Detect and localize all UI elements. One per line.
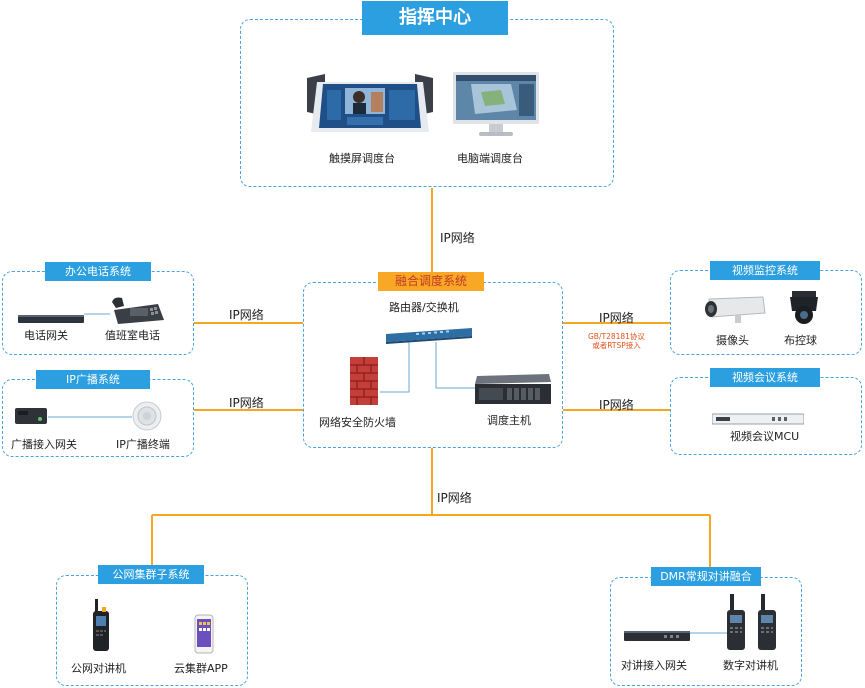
- radio-gateway-icon: [624, 627, 690, 641]
- video-conf-title: 视频会议系统: [710, 368, 820, 387]
- link-switch-host: [435, 342, 475, 389]
- desk-phone-label: 值班室电话: [105, 329, 160, 342]
- touch-console-label: 触摸屏调度台: [329, 152, 395, 165]
- camera-icon: [701, 295, 767, 323]
- pc-console-label: 电脑端调度台: [457, 152, 523, 165]
- router-label: 路由器/交换机: [389, 301, 459, 314]
- link-monitor-protocol-1: GB/T28181协议: [588, 332, 645, 341]
- link-office-label: IP网络: [229, 308, 264, 322]
- mcu-icon: [711, 410, 805, 425]
- mcu-label: 视频会议MCU: [730, 430, 800, 443]
- digital-radio-icon-1: [725, 594, 747, 652]
- switch-icon: [386, 328, 472, 344]
- ptz-dome-label: 布控球: [784, 334, 817, 347]
- digital-radio-icon-2: [756, 594, 778, 652]
- phone-gateway-label: 电话网关: [24, 329, 68, 342]
- office-phone-title: 办公电话系统: [45, 262, 151, 281]
- link-switch-firewall: [380, 342, 410, 393]
- digital-radio-label: 数字对讲机: [723, 659, 778, 672]
- camera-label: 摄像头: [716, 334, 749, 347]
- link-conf-label: IP网络: [599, 398, 634, 412]
- link-monitor-label: IP网络: [599, 311, 634, 325]
- ip-broadcast-title: IP广播系统: [36, 370, 150, 389]
- link-bottom-label: IP网络: [437, 491, 472, 505]
- walkie-talkie-icon: [91, 599, 111, 653]
- cloud-app-label: 云集群APP: [174, 662, 228, 675]
- broadcast-gateway-label: 广播接入网关: [11, 438, 77, 451]
- radio-gateway-label: 对讲接入网关: [621, 659, 687, 672]
- command-center-title: 指挥中心: [362, 1, 508, 35]
- walkie-talkie-label: 公网对讲机: [71, 662, 126, 675]
- cloud-app-phone-icon: [194, 614, 214, 654]
- link-top-label: IP网络: [440, 231, 475, 245]
- pc-console-icon: [451, 70, 541, 138]
- link-monitor-protocol-2: 或者RTSP接入: [592, 341, 641, 350]
- core-system-title: 融合调度系统: [378, 272, 484, 291]
- link-monitor-protocol: GB/T28181协议 或者RTSP接入: [588, 332, 645, 350]
- host-label: 调度主机: [487, 414, 531, 427]
- ip-speaker-label: IP广播终端: [116, 438, 170, 451]
- video-monitor-title: 视频监控系统: [710, 261, 820, 280]
- ptz-dome-icon: [788, 291, 820, 325]
- ip-speaker-icon: [132, 401, 162, 431]
- desk-phone-icon: [110, 296, 166, 324]
- touch-console-icon: [303, 70, 437, 140]
- dmr-title: DMR常规对讲融合: [651, 567, 761, 586]
- broadcast-gateway-icon: [14, 405, 48, 427]
- phone-gateway-icon: [18, 309, 84, 323]
- link-broadcast-label: IP网络: [229, 396, 264, 410]
- firewall-icon: [348, 355, 380, 407]
- server-host-icon: [473, 372, 553, 406]
- public-cluster-title: 公网集群子系统: [98, 565, 204, 584]
- firewall-label: 网络安全防火墙: [319, 416, 396, 429]
